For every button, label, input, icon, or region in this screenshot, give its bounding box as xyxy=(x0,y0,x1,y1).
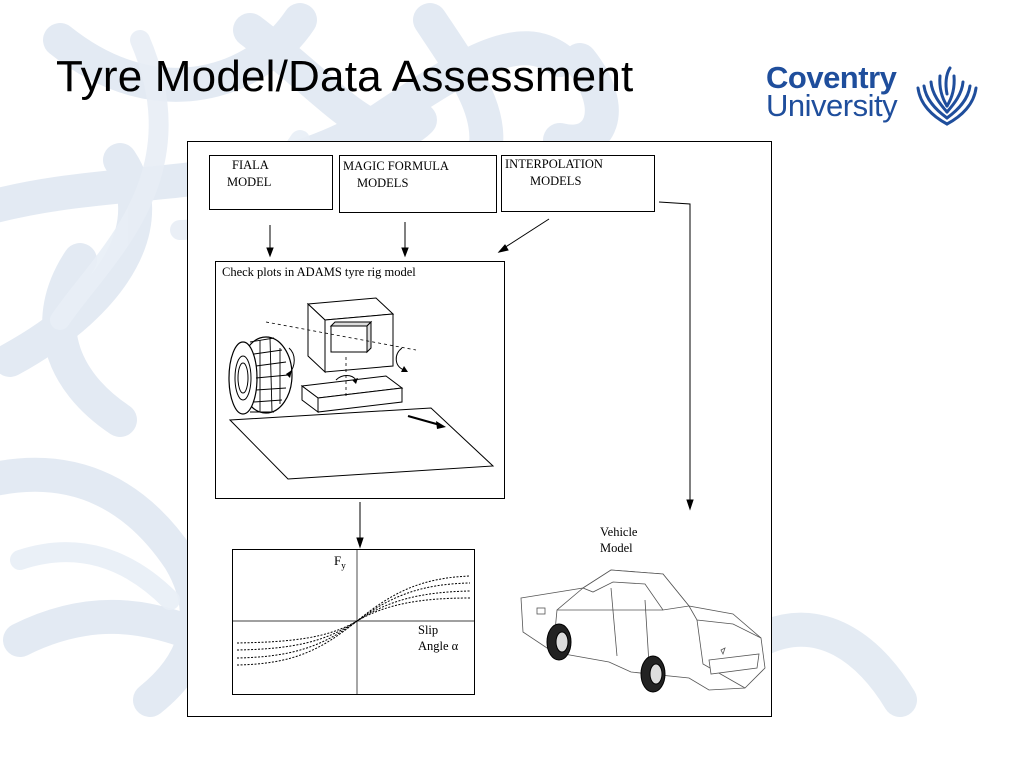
tyre-rig-illustration xyxy=(228,297,495,480)
fy-letter: F xyxy=(334,553,342,568)
logo-line-2: University xyxy=(766,88,898,123)
adams-tyre-rig-box: Check plots in ADAMS tyre rig model xyxy=(215,261,505,499)
fiala-label-line-2: MODEL xyxy=(227,175,272,189)
phoenix-emblem-icon xyxy=(916,66,978,126)
plot-x-axis-label-line-2: Angle α xyxy=(418,639,459,653)
fiala-label-line-1: FIALA xyxy=(232,158,269,172)
lateral-force-plot-box: Fy Slip Angle α xyxy=(232,549,475,695)
lateral-force-curves xyxy=(233,550,474,694)
magic-formula-label-line-2: MODELS xyxy=(357,176,409,190)
vehicle-label-line-2: Model xyxy=(600,541,633,555)
magic-formula-label-line-1: MAGIC FORMULA xyxy=(343,159,449,173)
diagram-frame: FIALA MODEL MAGIC FORMULA MODELS INTERPO… xyxy=(187,141,772,717)
plot-x-axis-label-line-1: Slip xyxy=(418,623,439,637)
interpolation-label-line-1: INTERPOLATION xyxy=(505,157,603,171)
interpolation-label-line-2: MODELS xyxy=(530,174,582,188)
vehicle-model-label: Vehicle Model xyxy=(600,524,637,556)
logo-line-1: Coventry xyxy=(766,60,897,95)
interpolation-models-box: INTERPOLATION MODELS xyxy=(501,155,655,212)
fy-subscript: y xyxy=(341,560,346,571)
logo-wordmark: Coventry University xyxy=(766,60,898,123)
rig-box-label: Check plots in ADAMS tyre rig model xyxy=(222,265,416,279)
plot-y-axis-label: Fy xyxy=(334,553,346,574)
vehicle-car-illustration xyxy=(520,569,766,693)
coventry-university-logo: Coventry University xyxy=(766,60,982,134)
vehicle-label-line-1: Vehicle xyxy=(600,525,638,539)
slide-title: Tyre Model/Data Assessment xyxy=(56,52,634,101)
fiala-model-box: FIALA MODEL xyxy=(209,155,333,210)
magic-formula-models-box: MAGIC FORMULA MODELS xyxy=(339,155,497,213)
